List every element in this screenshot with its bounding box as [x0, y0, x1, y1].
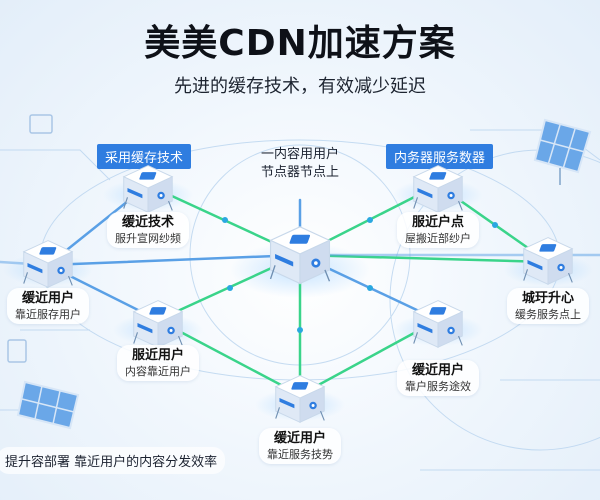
- node-label-top-left: 缓近技术服升宣网纱频: [93, 212, 203, 248]
- node-label-mid-left: 服近用户内容靠近用户: [103, 345, 213, 381]
- node-title: 服近用户: [131, 348, 184, 363]
- server-node-bottom: [272, 370, 328, 426]
- node-label-right: 城玗升心缓务服务点上: [493, 288, 600, 324]
- server-node-top-right: [410, 160, 466, 216]
- server-node-right: [520, 232, 576, 288]
- server-icon: [122, 165, 174, 213]
- server-icon: [522, 237, 574, 285]
- node-subtitle: 服升宣网纱频: [115, 232, 181, 245]
- node-title: 缓近技术: [121, 215, 174, 230]
- server-icon: [132, 300, 184, 348]
- node-subtitle: 靠近服存用户: [15, 308, 81, 321]
- node-title: 缓近用户: [273, 431, 326, 446]
- page-subtitle: 先进的缓存技术，有效减少延迟: [174, 76, 426, 97]
- center-caption: 一内容用用户 节点器节点上: [245, 146, 355, 182]
- server-icon: [412, 300, 464, 348]
- tag-caching-tech: 采用缓存技术: [97, 144, 192, 169]
- center-caption-line2: 节点器节点上: [260, 165, 339, 180]
- node-title: 城玗升心: [521, 291, 574, 306]
- footer-caption: 提升容部署 靠近用户的内容分发效率: [0, 447, 226, 474]
- node-subtitle: 缓务服务点上: [515, 308, 581, 321]
- node-subtitle: 屋搬近部纱户: [405, 232, 471, 245]
- solar-panel-icon: [533, 118, 592, 185]
- node-title: 缓近用户: [411, 363, 464, 378]
- node-subtitle: 靠户服务途效: [405, 380, 471, 393]
- server-node-hub: [266, 220, 334, 288]
- node-title: 缓近用户: [21, 291, 74, 306]
- node-subtitle: 内容靠近用户: [125, 365, 191, 378]
- server-node-top-left: [120, 160, 176, 216]
- server-node-left: [20, 235, 76, 291]
- center-caption-line1: 一内容用用户: [260, 147, 339, 162]
- server-icon: [22, 240, 74, 288]
- node-label-left: 缓近用户靠近服存用户: [0, 288, 103, 324]
- solar-panel-icon: [16, 380, 80, 430]
- node-title: 服近户点: [411, 215, 464, 230]
- server-icon: [412, 165, 464, 213]
- server-node-mid-left: [130, 295, 186, 351]
- page-title: 美美CDN加速方案: [144, 23, 456, 64]
- node-label-mid-right: 缓近用户靠户服务途效: [383, 360, 493, 396]
- node-label-bottom: 缓近用户靠近服务技势: [245, 428, 355, 464]
- node-subtitle: 靠近服务技势: [267, 448, 333, 461]
- tag-server-services: 内务器服务数器: [386, 144, 494, 169]
- server-icon: [269, 226, 331, 285]
- server-icon: [274, 375, 326, 423]
- server-node-mid-right: [410, 295, 466, 351]
- node-label-top-right: 服近户点屋搬近部纱户: [383, 212, 493, 248]
